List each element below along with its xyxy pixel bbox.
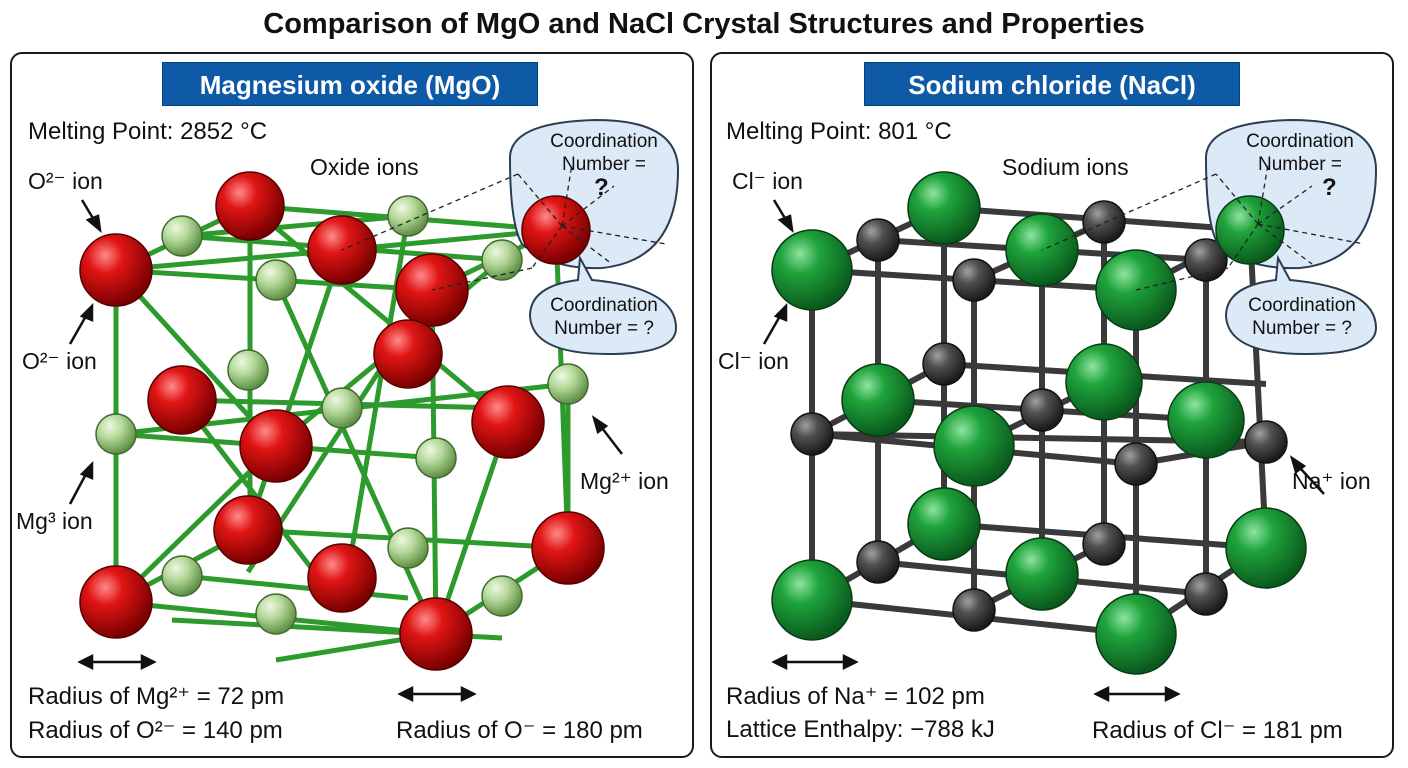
mg-ion (387, 195, 429, 237)
na-ion (1184, 572, 1228, 616)
mgo-bubble-top-text: Coordination Number = (532, 130, 676, 176)
o-ion (215, 171, 285, 241)
nacl-large-ions (771, 171, 1307, 675)
na-ion (922, 342, 966, 386)
nacl-bubble-top-text: Coordination Number = (1228, 130, 1372, 176)
nacl-radius-cl: Radius of Cl⁻ = 181 pm (1092, 717, 1343, 744)
mgo-small-ions (95, 195, 589, 635)
bubble-top-line1: Coordination (1246, 131, 1354, 152)
mg-ion (161, 555, 203, 597)
cl-ion (1167, 381, 1245, 459)
mgo-radius-o: Radius of O⁻ = 180 pm (396, 717, 643, 744)
na-ion (1114, 442, 1158, 486)
mgo-coordination-bubble-bottom (528, 254, 678, 356)
o-ion (239, 409, 313, 483)
cl-ion (1005, 537, 1079, 611)
mg-ion (481, 239, 523, 281)
o-ion (307, 543, 377, 613)
na-ion (1082, 522, 1126, 566)
nacl-radius-na: Radius of Na⁺ = 102 pm (726, 683, 985, 710)
mgo-lattice-diagram (68, 118, 680, 703)
na-ion-label: Na⁺ ion (1292, 468, 1371, 494)
mgo-heading: Magnesium oxide (MgO) (162, 62, 538, 106)
oxide-ions-label: Oxide ions (310, 154, 419, 180)
o-ion (79, 565, 153, 639)
o-ion (471, 385, 545, 459)
o-ion (399, 597, 473, 671)
sodium-ions-label: Sodium ions (1002, 154, 1129, 180)
mg2-ion-label: Mg²⁺ ion (580, 468, 669, 494)
bubble-bottom-line1: Coordination (550, 295, 658, 316)
mg-ion (387, 527, 429, 569)
o-ion-label-top: O²⁻ ion (28, 168, 103, 194)
mgo-melting-point: Melting Point: 2852 °C (28, 118, 268, 145)
na-ion (1082, 200, 1126, 244)
nacl-radius-arrows (771, 653, 1181, 703)
nacl-small-ions (790, 200, 1288, 632)
mgo-radius-o2: Radius of O²⁻ = 140 pm (28, 717, 283, 744)
o-ion-label-middle: O²⁻ ion (22, 348, 97, 374)
o-ion (147, 365, 217, 435)
na-ion (1244, 420, 1288, 464)
mgo-bubble-top-question: ? (594, 174, 609, 201)
cl-ion-label-top: Cl⁻ ion (732, 168, 803, 194)
mgo-coordination-bubble-top (341, 118, 680, 291)
o-ion (79, 233, 153, 307)
nacl-panel: Sodium chloride (NaCl) (710, 52, 1394, 758)
na-ion (952, 588, 996, 632)
nacl-coordination-bubble-top (1041, 118, 1378, 291)
na-ion (856, 218, 900, 262)
mg-ion (481, 575, 523, 617)
cl-ion (933, 405, 1015, 487)
cl-ion (1065, 343, 1143, 421)
cl-ion (1225, 507, 1307, 589)
nacl-melting-point: Melting Point: 801 °C (726, 118, 952, 145)
page-title: Comparison of MgO and NaCl Crystal Struc… (263, 8, 1145, 40)
bubble-top-line2: Number = (562, 154, 646, 175)
nacl-bubble-bottom-text: Coordination Number = ? (1228, 294, 1376, 340)
nacl-coordination-bubble-bottom (1224, 254, 1378, 356)
mg-ion (227, 349, 269, 391)
nacl-lattice-diagram (762, 118, 1378, 703)
cl-ion (771, 559, 853, 641)
bubble-bottom-line1: Coordination (1248, 295, 1356, 316)
cl-ion (1095, 593, 1177, 675)
mg-ion (321, 387, 363, 429)
mgo-radius-mg: Radius of Mg²⁺ = 72 pm (28, 683, 285, 710)
nacl-pointer-arrows (762, 199, 1325, 495)
bubble-top-line2: Number = (1258, 154, 1342, 175)
cl-ion-label-middle: Cl⁻ ion (718, 348, 789, 374)
o-ion (531, 511, 605, 585)
o-ion (373, 319, 443, 389)
cl-ion (771, 229, 853, 311)
mgo-panel: Magnesium oxide (MgO) (10, 52, 694, 758)
nacl-heading: Sodium chloride (NaCl) (864, 62, 1240, 106)
mg-ion (415, 437, 457, 479)
na-ion (856, 540, 900, 584)
na-ion (790, 412, 834, 456)
mgo-large-ions (79, 171, 605, 671)
nacl-lattice-enthalpy: Lattice Enthalpy: −788 kJ (726, 716, 995, 743)
na-ion (1020, 388, 1064, 432)
mg-ion (161, 215, 203, 257)
nacl-bubble-top-question: ? (1322, 174, 1337, 201)
mg-ion (547, 363, 589, 405)
mgo-pointer-arrows (68, 199, 623, 505)
mg3-ion-label: Mg³ ion (16, 508, 93, 534)
mgo-bubble-bottom-text: Coordination Number = ? (532, 294, 676, 340)
mg-ion (255, 259, 297, 301)
na-ion (952, 258, 996, 302)
bubble-top-line1: Coordination (550, 131, 658, 152)
cl-ion (907, 171, 981, 245)
cl-ion (841, 363, 915, 437)
cl-ion (907, 487, 981, 561)
mg-ion (255, 593, 297, 635)
o-ion (213, 495, 283, 565)
bubble-bottom-line2: Number = ? (554, 318, 654, 339)
mgo-radius-arrows (77, 653, 477, 703)
bubble-bottom-line2: Number = ? (1252, 318, 1352, 339)
mg-ion (95, 413, 137, 455)
